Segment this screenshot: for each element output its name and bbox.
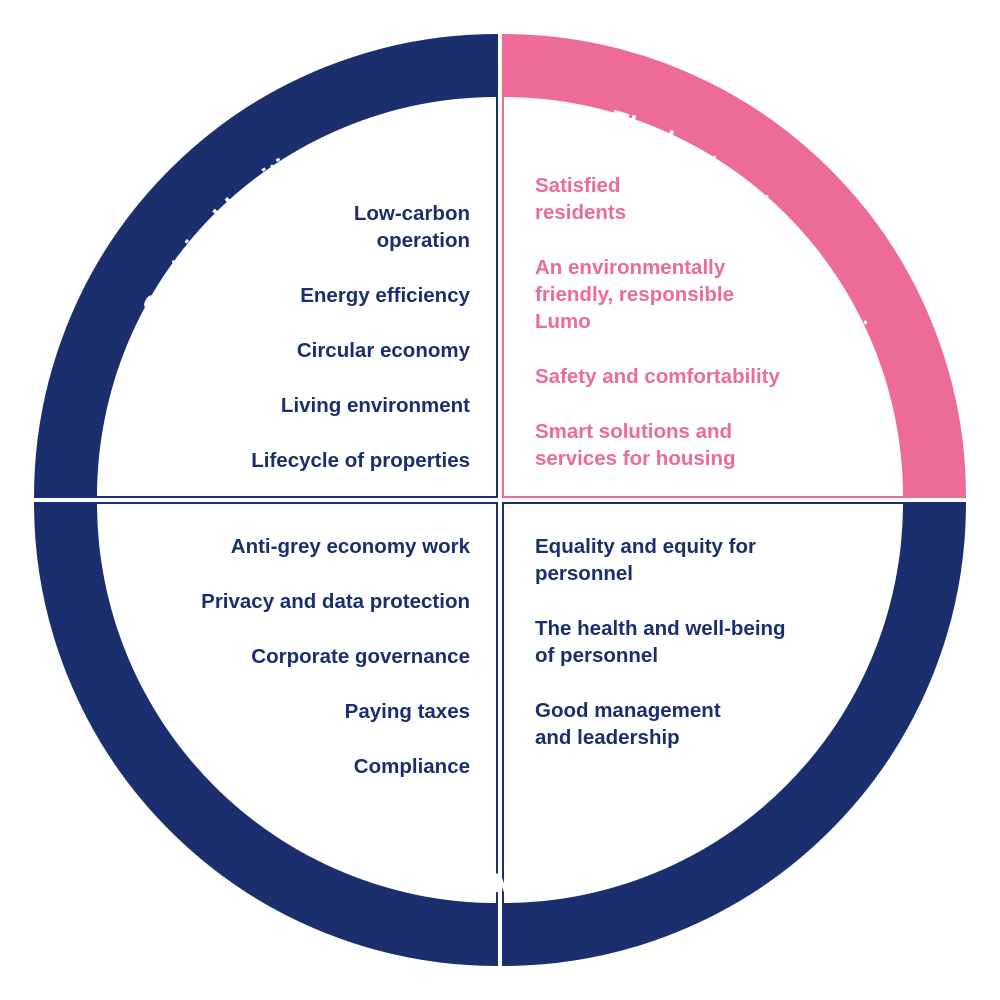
list-item: Living environment xyxy=(280,394,470,417)
ring-segment-bottom-right xyxy=(503,503,965,965)
list-item: Satisfied residents xyxy=(535,174,627,224)
list-item: Good management and leadership xyxy=(535,699,721,749)
list-item: Safety and comfortability xyxy=(535,365,780,388)
list-item: Corporate governance xyxy=(251,645,470,668)
ring-segment-bottom-left xyxy=(35,503,497,965)
list-item: An environmentally friendly, responsible… xyxy=(535,256,734,333)
list-item: Anti-grey economy work xyxy=(230,535,470,558)
ring-segment-top-left xyxy=(35,35,497,497)
list-item: Equality and equity for personnel xyxy=(535,535,756,585)
list-item: Privacy and data protection xyxy=(201,590,470,613)
sustainable-cities-list: Low-carbon operation Energy efficiency C… xyxy=(140,200,470,502)
list-item: Energy efficiency xyxy=(300,284,470,307)
list-item: Lifecycle of properties xyxy=(251,449,470,472)
ring-segment-top-right xyxy=(503,35,965,497)
corporate-citizen-list: Anti-grey economy work Privacy and data … xyxy=(110,533,470,808)
personnel-workplace-list: Equality and equity for personnel The he… xyxy=(535,533,865,779)
list-item: Paying taxes xyxy=(344,700,470,723)
list-item: Smart solutions and services for housing xyxy=(535,420,736,470)
customer-experience-list: Satisfied residents An environmentally f… xyxy=(535,172,865,500)
list-item: Low-carbon operation xyxy=(353,202,470,252)
list-item: Circular economy xyxy=(296,339,470,362)
list-item: The health and well-being of personnel xyxy=(535,617,786,667)
list-item: Compliance xyxy=(353,755,470,778)
